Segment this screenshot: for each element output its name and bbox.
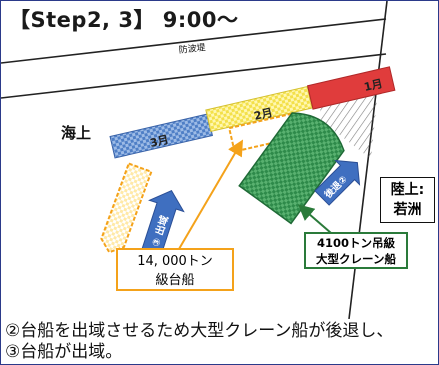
crane-label-line-1: 4100トン吊級 [316, 236, 395, 250]
crane-ship [238, 112, 345, 225]
segment-1-label: 1月 [363, 77, 384, 94]
caption: ②台船を出域させるため大型クレーン船が後退し、 ③台船が出域。 [5, 321, 435, 363]
segment-1 [307, 66, 396, 110]
segment-3-label: 3月 [149, 133, 170, 150]
land-label-line-2: 若洲 [393, 202, 422, 218]
barge-pointer-line [178, 139, 244, 250]
crane-label-box: 4100トン吊級 大型クレーン船 [304, 232, 408, 269]
barge-departure-arrow: ③ 出域 [141, 190, 185, 256]
breakwater-line-upper [1, 18, 387, 64]
caption-line-2: ③台船が出域。 [5, 342, 123, 362]
sea-label: 海上 [61, 124, 92, 142]
breakwater-line-lower [1, 53, 387, 99]
site-diagram: 防波堤 3月 2月 1月 ③ 出 [1, 1, 396, 319]
caption-line-1: ②台船を出域させるため大型クレーン船が後退し、 [5, 321, 394, 341]
step-title: 【Step2, 3】 9:00〜 [9, 8, 239, 32]
land-label-box: 陸上: 若洲 [380, 177, 435, 223]
barge-label-box: 14, 000トン 級台船 [116, 248, 234, 291]
crane-pointer-line [297, 204, 332, 234]
land-label-line-1: 陸上: [390, 182, 425, 198]
segment-2-label: 2月 [253, 106, 274, 123]
barge-departed [100, 162, 153, 254]
crane-label-line-2: 大型クレーン船 [316, 252, 396, 266]
quay-line [348, 1, 388, 319]
breakwater-label: 防波堤 [178, 41, 206, 56]
barge-label-line-1: 14, 000トン [137, 254, 213, 269]
barge-label-line-2: 級台船 [155, 273, 195, 288]
